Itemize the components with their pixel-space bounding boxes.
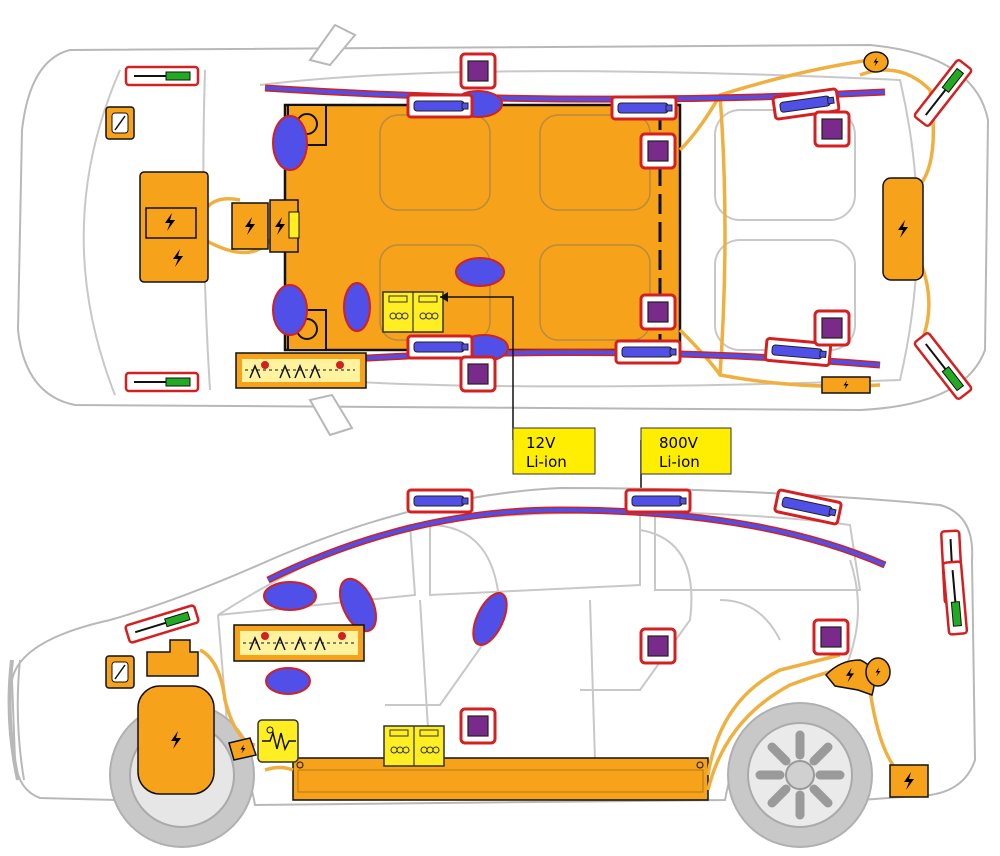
battery-12v-top [382, 291, 444, 333]
side-view [7, 486, 977, 848]
callout-800v-line1: 800V [659, 434, 699, 452]
callout-line-12v [440, 296, 514, 440]
pedestrian-protection-top [235, 352, 367, 389]
seatbelt-pretensioner-icon [639, 627, 677, 665]
hv-rear-unit-side [825, 657, 891, 696]
hv-fuse-box-side [257, 719, 299, 763]
seatbelt-pretensioner-icon [459, 355, 497, 393]
callout-800v-li-ion: 800V Li-ion [640, 427, 732, 475]
top-view [16, 23, 990, 437]
pedestrian-protection-side [233, 624, 365, 662]
airbag-front-side [338, 577, 378, 633]
rear-wheel [727, 702, 873, 848]
airbag-low-side [265, 667, 311, 695]
hv-charge-port-side [889, 764, 929, 798]
seatbelt-pretensioner-icon [812, 618, 850, 656]
gas-inflator-icon [406, 488, 474, 514]
callout-800v-line2: Li-ion [659, 453, 700, 471]
airbag-center [455, 257, 505, 287]
gas-inflator-icon [614, 339, 682, 365]
hv-battery-floor-side [292, 757, 709, 801]
service-disconnect-icon-side [105, 655, 135, 689]
gas-inflator-icon [610, 95, 678, 121]
gas-inflator-icon [406, 93, 474, 119]
seatbelt-pretensioner-icon [813, 110, 851, 148]
gas-strut-icon [124, 65, 200, 87]
service-disconnect-icon [105, 106, 135, 140]
callout-12v-li-ion: 12V Li-ion [512, 427, 596, 475]
airbag-front-left [272, 115, 308, 171]
hv-small-front-top [821, 51, 889, 394]
seatbelt-pretensioner-icon [813, 309, 851, 347]
seatbelt-pretensioner-icon [459, 52, 497, 90]
mirror-top-lower [308, 393, 354, 437]
airbag-front-right [272, 284, 308, 336]
hv-front-unit-side [137, 639, 215, 795]
battery-12v-side [383, 725, 445, 767]
seatbelt-pretensioner-icon [459, 707, 497, 745]
gas-inflator-icon [406, 334, 474, 360]
gas-strut-icon [124, 371, 200, 393]
gas-inflator-icon [624, 488, 692, 514]
seatbelt-pretensioner-icon [639, 293, 677, 331]
mirror-top-upper [308, 23, 357, 67]
hv-inverter-top [231, 199, 300, 253]
hv-converter-side [228, 737, 257, 761]
seatbelt-pretensioner-icon [639, 132, 677, 170]
airbag-knee-side [263, 581, 317, 611]
hv-rear-unit-top [882, 177, 924, 281]
callout-12v-line2: Li-ion [526, 453, 567, 471]
hv-front-unit-top [139, 171, 209, 283]
airbag-seat-side [472, 592, 508, 646]
airbag-knee-right [343, 282, 371, 332]
callout-12v-line1: 12V [526, 434, 556, 452]
